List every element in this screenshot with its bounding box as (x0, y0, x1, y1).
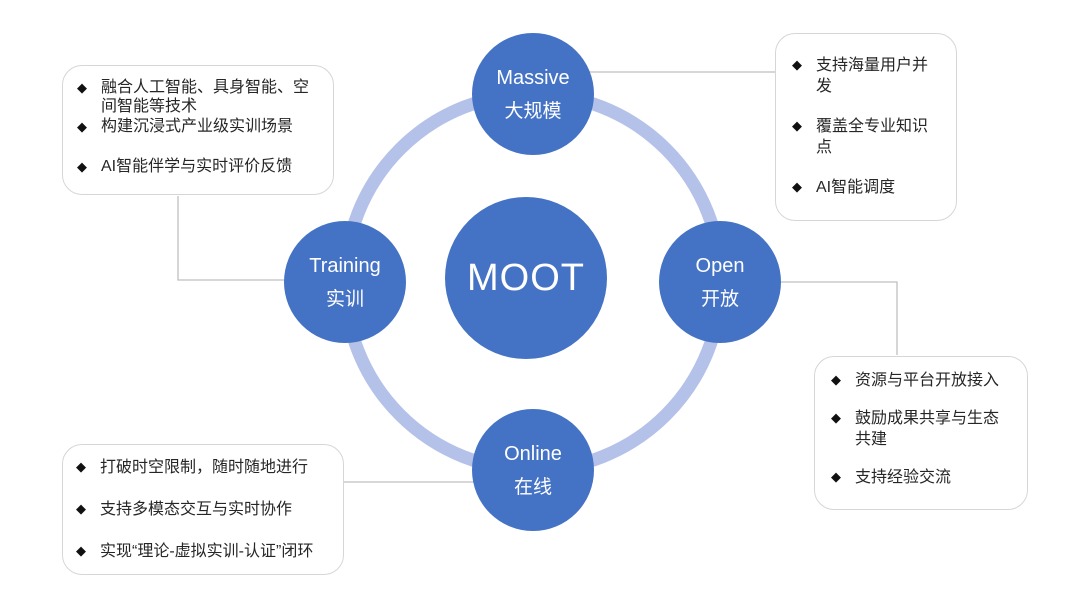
diamond-bullet-icon: ◆ (76, 543, 86, 559)
diamond-bullet-icon: ◆ (792, 118, 802, 134)
massive-features-list: ◆ 支持海量用户并发 ◆ 覆盖全专业知识点 ◆ AI智能调度 (792, 55, 940, 199)
feature-text: 构建沉浸式产业级实训场景 (101, 117, 294, 135)
node-online-en-label: Online (504, 442, 562, 465)
feature-text: AI智能伴学与实时评价反馈 (101, 157, 293, 175)
diamond-bullet-icon: ◆ (831, 410, 841, 426)
feature-item: ◆ 鼓励成果共享与生态共建 (831, 408, 1011, 450)
feature-text: 覆盖全专业知识点 (816, 118, 929, 157)
node-training-zh-label: 实训 (325, 288, 364, 310)
node-massive-zh-label: 大规模 (504, 100, 562, 122)
feature-item: ◆ 支持多模态交互与实时协作 (76, 499, 330, 520)
connector-open-box (758, 281, 898, 355)
node-massive-en-label: Massive (496, 66, 570, 89)
node-online-zh-label: 在线 (513, 476, 552, 498)
feature-item: ◆ 打破时空限制，随时随地进行 (76, 457, 330, 478)
diamond-bullet-icon: ◆ (792, 57, 802, 72)
feature-text: 鼓励成果共享与生态共建 (855, 410, 1000, 449)
feature-text: AI智能调度 (816, 179, 896, 197)
node-center-moot: MOOT (445, 197, 607, 359)
node-training-en-label: Training (309, 254, 381, 277)
moot-label: MOOT (467, 256, 585, 299)
feature-text: 融合人工智能、具身智能、空间智能等技术 (101, 79, 310, 115)
diamond-bullet-icon: ◆ (76, 459, 86, 474)
open-features-box: ◆ 资源与平台开放接入 ◆ 鼓励成果共享与生态共建 ◆ 支持经验交流 (814, 356, 1028, 510)
node-online: Online 在线 (472, 409, 594, 531)
feature-text: 支持经验交流 (855, 469, 952, 487)
feature-text: 打破时空限制，随时随地进行 (100, 459, 309, 476)
node-open-en-label: Open (695, 254, 745, 277)
connector-training-box (177, 196, 292, 281)
feature-text: 实现“理论-虚拟实训-认证”闭环 (100, 543, 314, 561)
diamond-bullet-icon: ◆ (831, 469, 841, 485)
diamond-bullet-icon: ◆ (77, 80, 87, 95)
node-massive: Massive 大规模 (472, 33, 594, 155)
feature-item: ◆ 覆盖全专业知识点 (792, 116, 940, 158)
node-training: Training 实训 (284, 221, 406, 343)
feature-text: 资源与平台开放接入 (855, 372, 1000, 389)
node-open: Open 开放 (659, 221, 781, 343)
online-features-box: ◆ 打破时空限制，随时随地进行 ◆ 支持多模态交互与实时协作 ◆ 实现“理论-虚… (62, 444, 344, 576)
feature-item: ◆ 融合人工智能、具身智能、空间智能等技术 (77, 79, 319, 117)
feature-item: ◆ AI智能伴学与实时评价反馈 (77, 158, 319, 177)
feature-item: ◆ AI智能调度 (792, 177, 940, 198)
diamond-bullet-icon: ◆ (792, 179, 802, 195)
feature-item: ◆ 支持经验交流 (831, 467, 1011, 488)
node-open-zh-label: 开放 (700, 288, 739, 310)
online-features-list: ◆ 打破时空限制，随时随地进行 ◆ 支持多模态交互与实时协作 ◆ 实现“理论-虚… (76, 457, 330, 562)
feature-item: ◆ 实现“理论-虚拟实训-认证”闭环 (76, 541, 330, 562)
feature-item: ◆ 构建沉浸式产业级实训场景 (77, 118, 319, 137)
feature-item: ◆ 支持海量用户并发 (792, 55, 940, 97)
diamond-bullet-icon: ◆ (77, 158, 87, 174)
open-features-list: ◆ 资源与平台开放接入 ◆ 鼓励成果共享与生态共建 ◆ 支持经验交流 (831, 370, 1011, 488)
massive-features-box: ◆ 支持海量用户并发 ◆ 覆盖全专业知识点 ◆ AI智能调度 (775, 33, 957, 221)
diamond-bullet-icon: ◆ (76, 501, 86, 517)
diamond-bullet-icon: ◆ (77, 118, 87, 134)
feature-text: 支持海量用户并发 (816, 57, 929, 96)
diamond-bullet-icon: ◆ (831, 372, 841, 387)
training-features-list: ◆ 融合人工智能、具身智能、空间智能等技术 ◆ 构建沉浸式产业级实训场景 ◆ A… (77, 79, 319, 177)
feature-item: ◆ 资源与平台开放接入 (831, 370, 1011, 391)
training-features-box: ◆ 融合人工智能、具身智能、空间智能等技术 ◆ 构建沉浸式产业级实训场景 ◆ A… (62, 65, 334, 195)
feature-text: 支持多模态交互与实时协作 (100, 501, 293, 519)
